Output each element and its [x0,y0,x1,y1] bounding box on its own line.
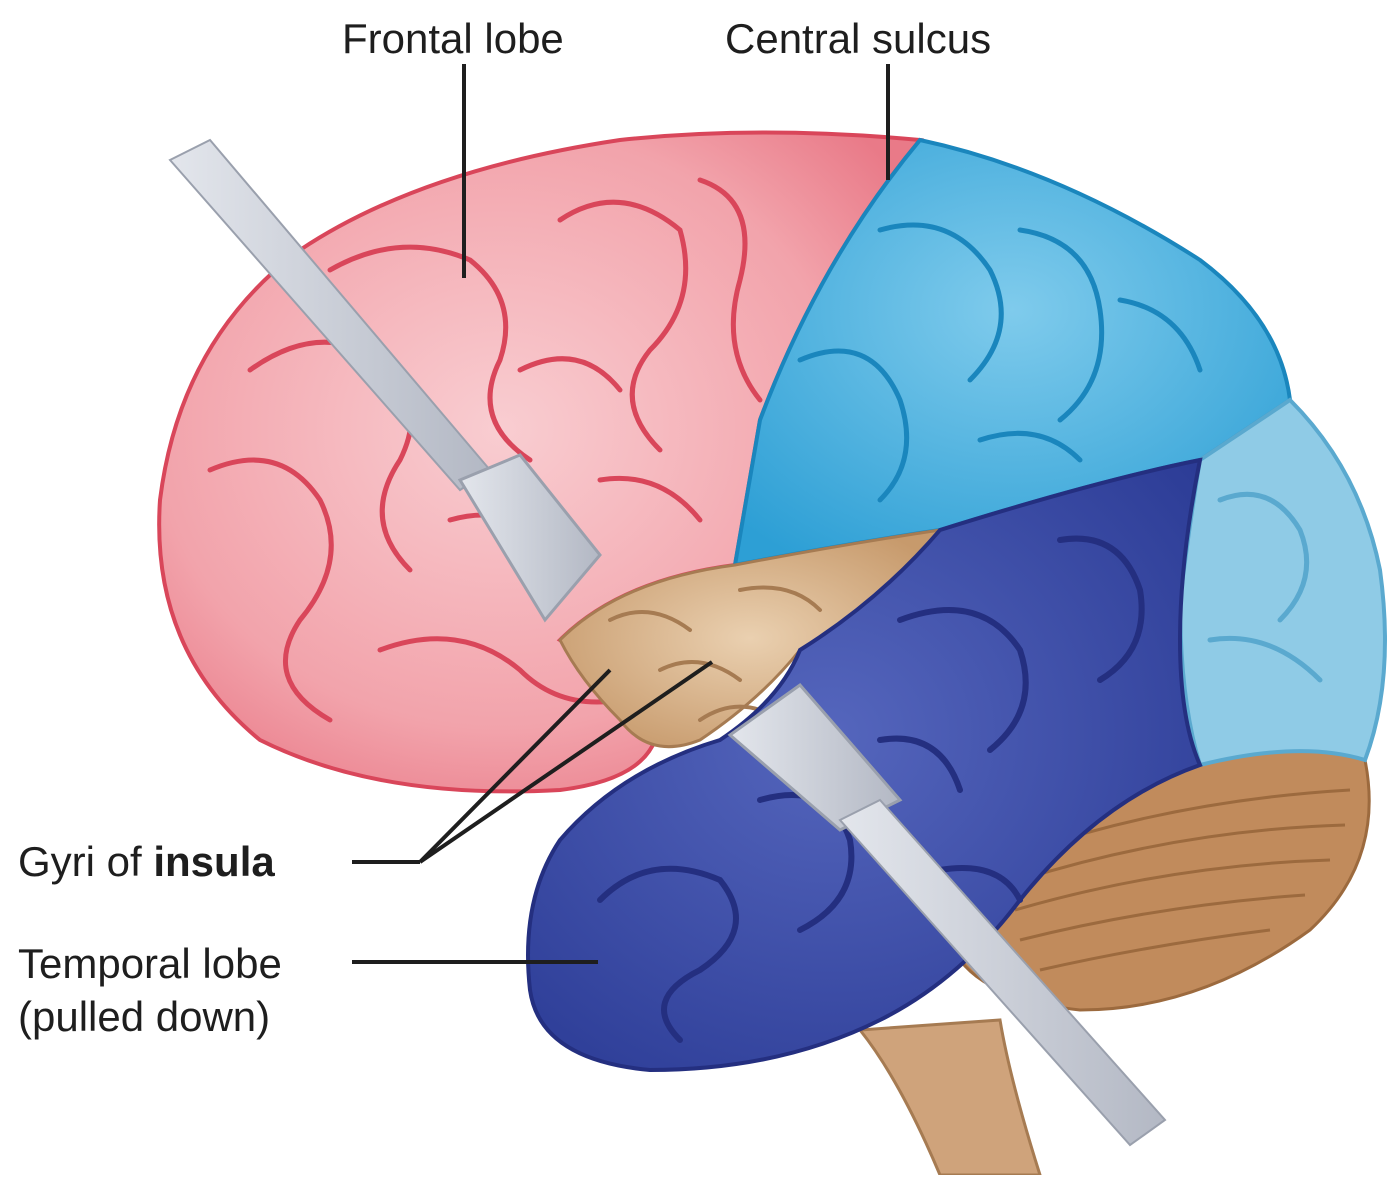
frontal-lobe-label: Frontal lobe [342,14,564,64]
insula-label-bold: insula [153,838,274,885]
occipital-lobe-region [1180,400,1385,765]
temporal-lobe-label: Temporal lobe (pulled down) [18,938,282,1043]
central-sulcus-label: Central sulcus [725,14,991,64]
insula-label-prefix: Gyri of [18,838,153,885]
temporal-lobe-label-line1: Temporal lobe [18,938,282,991]
brainstem [860,1020,1040,1175]
temporal-lobe-label-line2: (pulled down) [18,991,282,1044]
insula-label: Gyri of insula [18,837,275,887]
